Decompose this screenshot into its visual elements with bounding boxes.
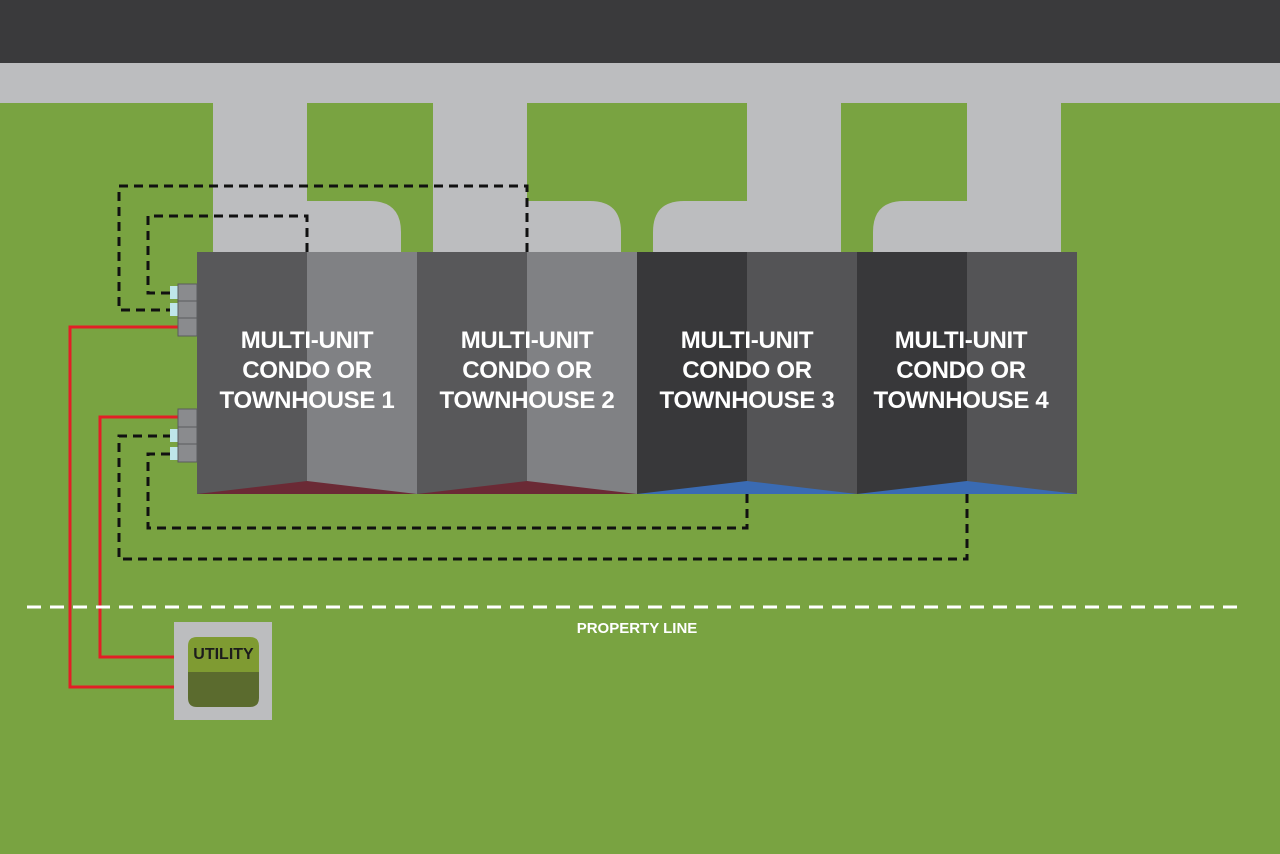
sidewalk [0,63,1280,103]
street [0,0,1280,63]
comm-line-unit-4 [117,434,969,561]
unit-1-label: MULTI-UNIT CONDO OR TOWNHOUSE 1 [219,327,395,414]
building-unit-2 [417,252,637,494]
building-unit-4 [857,252,1077,494]
comm-line-unit-3 [146,452,749,530]
unit-4-label: MULTI-UNIT CONDO OR TOWNHOUSE 4 [873,327,1049,414]
building-unit-1 [197,252,417,494]
power-lines [68,325,188,689]
power-line-upper [68,325,188,689]
unit-2-label: MULTI-UNIT CONDO OR TOWNHOUSE 2 [439,327,615,414]
building-unit-3 [637,252,857,494]
driveway-unit-1 [213,100,401,255]
power-line-lower [98,415,188,659]
unit-3-label: MULTI-UNIT CONDO OR TOWNHOUSE 3 [659,327,835,414]
comm-line-unit-2 [117,184,529,312]
driveway-unit-2 [433,100,621,255]
utility-transformer [174,622,272,720]
comm-line-unit-1 [146,214,309,295]
utility-label: UTILITY [193,646,254,663]
driveway-unit-4 [873,100,1061,255]
meter-stack-upper [170,283,198,337]
property-line-label: PROPERTY LINE [576,620,698,637]
communication-lines [117,184,969,561]
driveway-unit-3 [653,100,841,255]
meter-stack-lower [170,408,198,463]
